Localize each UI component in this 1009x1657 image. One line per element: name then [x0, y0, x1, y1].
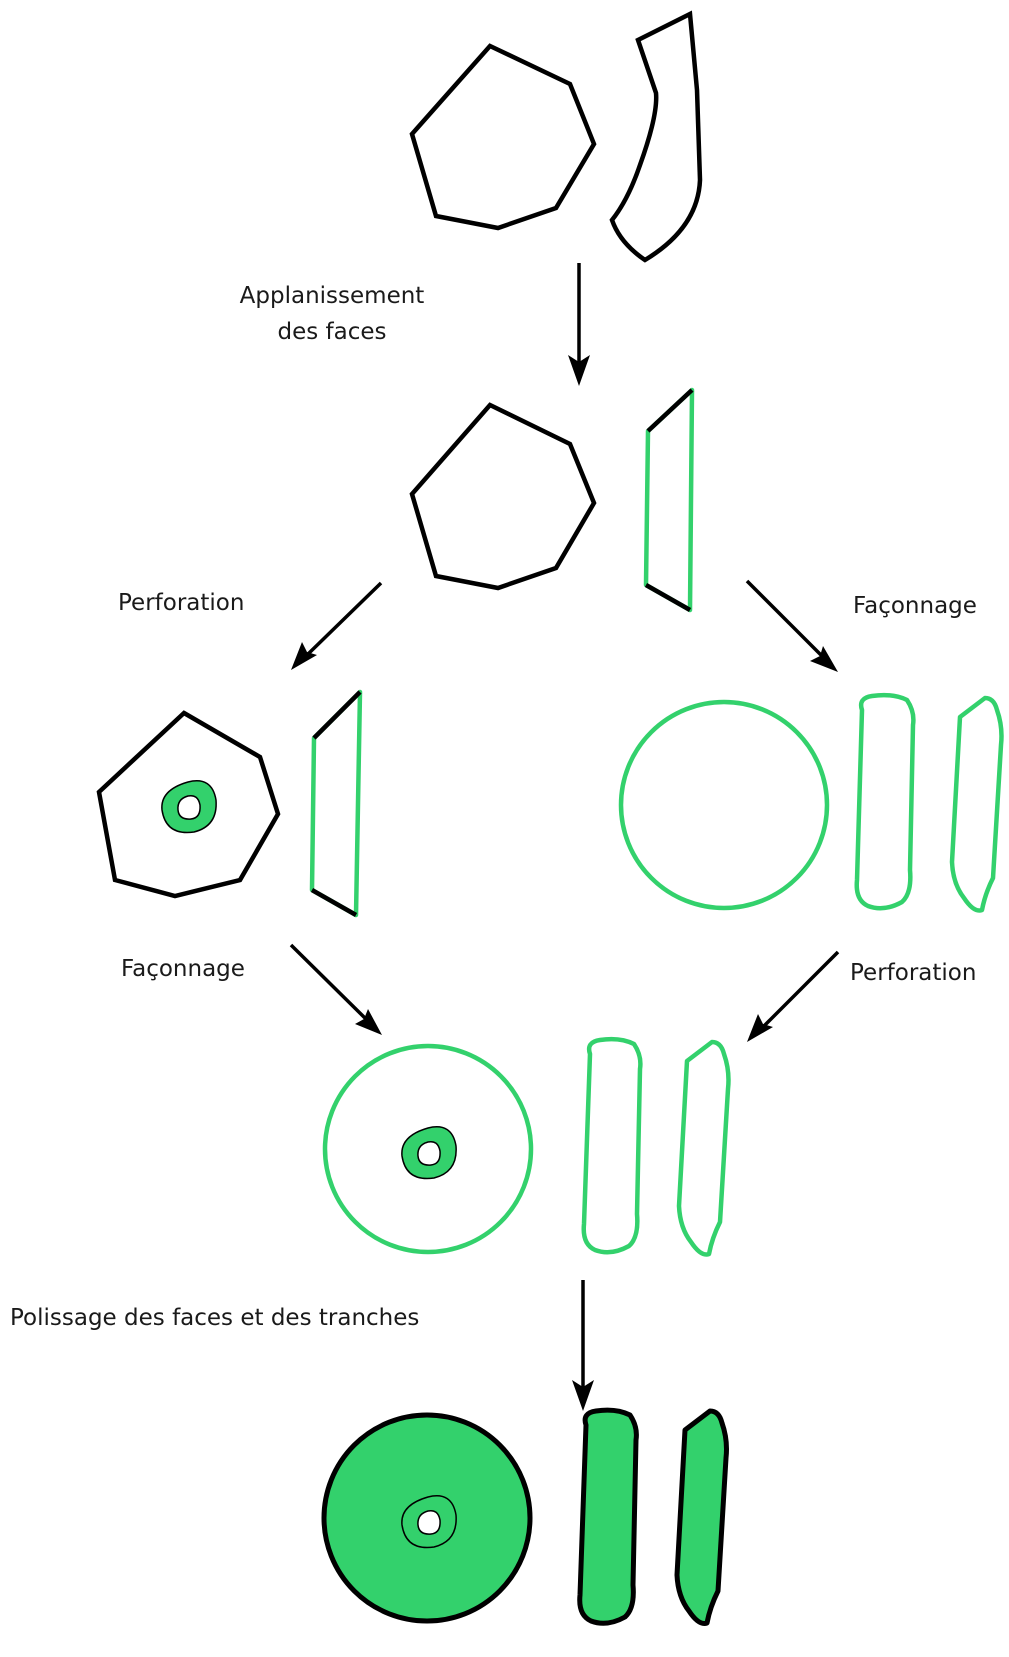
label-perforation-right: Perforation	[850, 960, 977, 986]
stage-polished	[321, 1407, 729, 1626]
label-polishing: Polissage des faces et des tranches	[10, 1305, 420, 1331]
perforated-rounded-edge	[581, 1036, 643, 1255]
raw-curved-side	[609, 10, 703, 263]
stage-raw-blank	[409, 10, 703, 263]
flat-side-slab	[643, 387, 695, 613]
shaped-beveled-edge	[949, 695, 1004, 913]
arrow-flatten	[568, 263, 590, 386]
label-shaping-right: Façonnage	[853, 593, 977, 619]
arrow-to-perforation-right	[747, 950, 840, 1042]
perforated-disc-face	[322, 1043, 534, 1255]
perforated-hexagon-face	[96, 710, 281, 899]
arrow-to-shaping-left	[289, 943, 382, 1035]
label-shaping-left: Façonnage	[121, 956, 245, 982]
perforated-side-slab	[309, 689, 363, 918]
stage-perforated	[96, 689, 363, 918]
stage-flattened	[409, 387, 695, 613]
flat-hexagon-face	[409, 402, 597, 591]
raw-hexagon-face	[409, 43, 597, 231]
shaped-disc-face	[618, 699, 830, 911]
arrow-to-perforation-left	[291, 581, 383, 670]
stage-shaped	[618, 692, 1004, 913]
stage-shaped-perforated	[322, 1036, 731, 1257]
perforated-beveled-edge	[676, 1039, 731, 1257]
arrow-to-shaping-right	[745, 579, 838, 672]
perforation-hole-icon	[401, 1495, 457, 1549]
polished-rounded-edge	[577, 1407, 639, 1626]
perforation-hole-icon	[401, 1126, 457, 1180]
perforation-hole-icon	[161, 780, 217, 834]
shaped-rounded-edge	[854, 692, 916, 911]
label-perforation-left: Perforation	[118, 590, 245, 616]
polished-beveled-edge	[674, 1408, 729, 1626]
arrow-polish	[572, 1280, 594, 1411]
label-flattening: Applanissement des faces	[239, 283, 425, 345]
